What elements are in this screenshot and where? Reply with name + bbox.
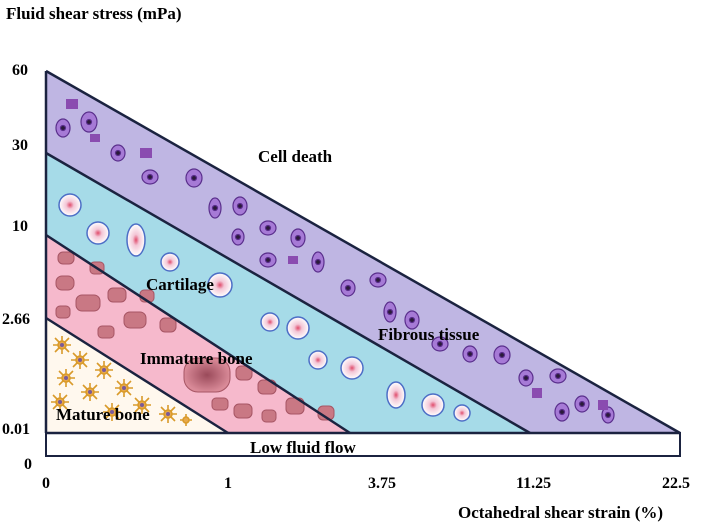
x-tick-label: 0 [42, 475, 50, 492]
y-tick-label: 0 [24, 456, 32, 473]
y-axis-title: Fluid shear stress (mPa) [6, 4, 182, 23]
y-tick-label: 30 [12, 137, 28, 154]
x-axis-title: Octahedral shear strain (%) [458, 503, 663, 522]
cartilage-label: Cartilage [146, 275, 214, 294]
y-tick-label: 10 [12, 218, 28, 235]
mature-bone-label: Mature bone [56, 405, 150, 424]
region-boundaries [44, 69, 681, 435]
fibroblast-cells [55, 111, 615, 424]
low-fluid-flow-region [45, 432, 681, 457]
x-tick-label: 1 [224, 475, 232, 492]
low-fluid-flow-label: Low fluid flow [250, 438, 357, 457]
cell-death-label: Cell death [258, 147, 333, 166]
chondrocyte-cells [58, 193, 471, 422]
immature-bone-label: Immature bone [140, 349, 253, 368]
x-tick-label: 11.25 [516, 475, 551, 492]
dead-cell-fragments [66, 99, 608, 410]
fibrous-tissue-label: Fibrous tissue [378, 325, 480, 344]
y-tick-label: 2.66 [2, 311, 30, 328]
x-tick-label: 22.5 [662, 475, 690, 492]
osteocyte-cells [51, 336, 192, 426]
x-tick-label: 3.75 [368, 475, 396, 492]
y-tick-label: 60 [12, 62, 28, 79]
y-tick-label: 0.01 [2, 421, 30, 438]
